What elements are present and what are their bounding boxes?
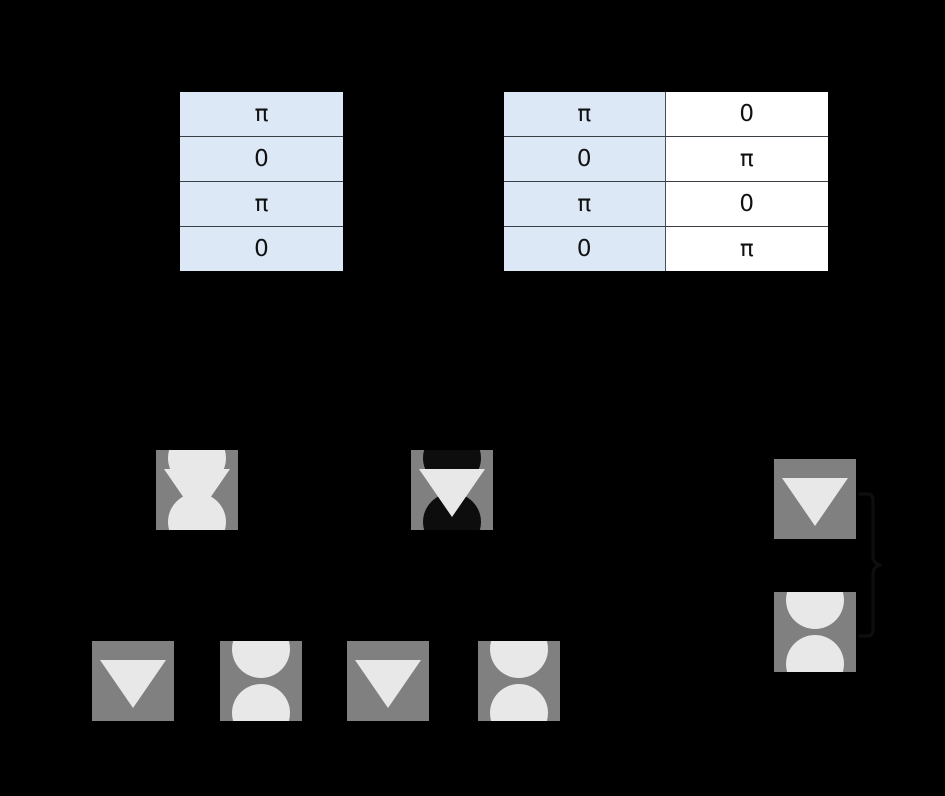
triangle-down-light-icon bbox=[355, 660, 421, 708]
right-group-brace bbox=[858, 492, 882, 638]
table-cell-r1c1: π bbox=[180, 92, 343, 137]
table-cell-r2c4: π bbox=[664, 136, 828, 182]
table-cell-r1c3: π bbox=[504, 92, 665, 137]
circle-top-light-icon bbox=[232, 641, 290, 678]
triangle-down-light-icon bbox=[782, 478, 848, 526]
table-cell-r2c2-redacted bbox=[343, 136, 504, 182]
table-cell-r1c2-redacted bbox=[343, 92, 504, 137]
tile-triangle-only-2 bbox=[347, 641, 429, 721]
tile-triangle-only-1 bbox=[92, 641, 174, 721]
circle-bottom-light-icon bbox=[786, 635, 844, 672]
triangle-down-light-icon bbox=[164, 469, 230, 517]
table-cell-r4c3: 0 bbox=[504, 226, 665, 271]
triangle-down-light-icon bbox=[100, 660, 166, 708]
tile-circles-only-1 bbox=[220, 641, 302, 721]
circle-bottom-light-icon bbox=[232, 684, 290, 721]
table-cell-r4c1: 0 bbox=[180, 226, 343, 271]
table-row: π π 0 bbox=[180, 92, 828, 137]
table-cell-r3c1: π bbox=[180, 181, 343, 227]
table-cell-r3c3: π bbox=[504, 181, 665, 227]
table-row: π π 0 bbox=[180, 181, 828, 227]
table-cell-r4c4: π bbox=[664, 226, 828, 271]
tile-circles-only-2 bbox=[478, 641, 560, 721]
circle-bottom-light-icon bbox=[490, 684, 548, 721]
table-row: 0 0 π bbox=[180, 226, 828, 271]
tile-circles-only-right bbox=[774, 592, 856, 672]
table-cell-r3c2-redacted bbox=[343, 181, 504, 227]
tile-triangle-only-right bbox=[774, 459, 856, 539]
tile-triangle-light-circles bbox=[156, 450, 238, 530]
table-cell-r4c2-redacted bbox=[343, 226, 504, 271]
table-cell-r1c4: 0 bbox=[664, 92, 828, 137]
table-row: 0 0 π bbox=[180, 136, 828, 182]
circle-top-light-icon bbox=[490, 641, 548, 678]
circle-top-light-icon bbox=[786, 592, 844, 629]
tile-triangle-dark-circles bbox=[411, 450, 493, 530]
table-cell-r2c1: 0 bbox=[180, 136, 343, 182]
table-cell-r3c4: 0 bbox=[664, 181, 828, 227]
table-cell-r2c3: 0 bbox=[504, 136, 665, 182]
phase-value-table: π π 0 0 0 π π π 0 0 0 π bbox=[180, 92, 828, 271]
triangle-down-light-icon bbox=[419, 469, 485, 517]
